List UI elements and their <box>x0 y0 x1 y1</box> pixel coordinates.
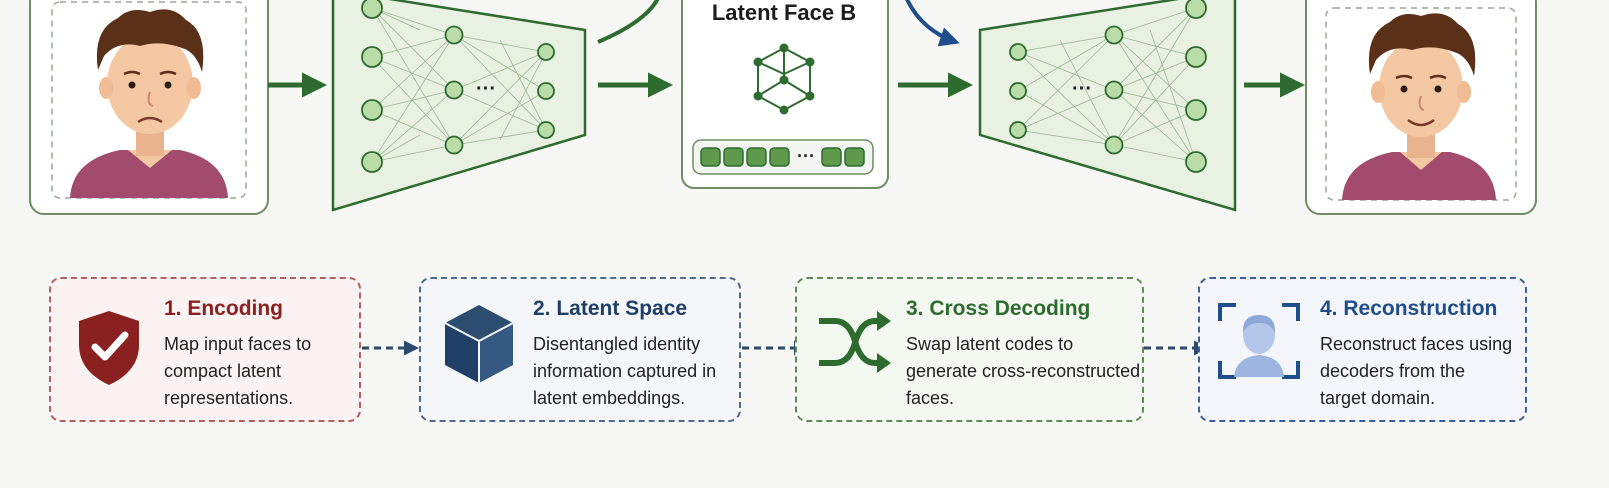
step-desc-latent-space: Disentangled identity information captur… <box>533 334 717 408</box>
latent-face-label: Latent Face B <box>712 0 856 25</box>
step-title-reconstruction: 4. Reconstruction <box>1320 297 1498 320</box>
step-desc-encoding: Map input faces to compact latent repres… <box>164 334 312 408</box>
step-title-encoding: 1. Encoding <box>164 297 284 320</box>
step-card-latent-space: 2. Latent Space Disentangled identity in… <box>419 277 741 422</box>
step-title-cross-decoding: 3. Cross Decoding <box>906 297 1091 320</box>
curve-arrow-to-decoder <box>905 0 960 47</box>
latent-code-bar: ··· <box>692 139 874 175</box>
shield-check-icon <box>79 311 139 385</box>
sad-face-icon <box>70 9 228 198</box>
latent-face-card: Latent Face B ··· <box>681 0 889 189</box>
smiling-face-icon <box>1342 13 1496 200</box>
curve-arrow-encoder-top <box>597 0 660 44</box>
step-title-latent-space: 2. Latent Space <box>533 297 688 320</box>
encoder-ellipsis: ··· <box>476 78 496 100</box>
step-desc-cross-decoding: Swap latent codes to generate cross-reco… <box>906 334 1141 408</box>
latent-cube-graph-icon <box>753 43 815 115</box>
step-card-cross-decoding: 3. Cross Decoding Swap latent codes to g… <box>795 277 1144 422</box>
step-desc-reconstruction: Reconstruct faces using decoders from th… <box>1320 334 1513 408</box>
encoder-network: ··· <box>331 0 587 212</box>
step-card-reconstruction: 4. Reconstruction Reconstruct faces usin… <box>1198 277 1527 422</box>
face-scan-icon <box>1218 303 1300 379</box>
shuffle-icon <box>819 311 891 373</box>
decoder-ellipsis: ··· <box>1072 78 1092 100</box>
step-card-encoding: 1. Encoding Map input faces to compact l… <box>49 277 361 422</box>
cube-icon <box>444 305 514 383</box>
latent-code-ellipsis: ··· <box>797 146 815 166</box>
decoder-network: ··· <box>978 0 1237 212</box>
